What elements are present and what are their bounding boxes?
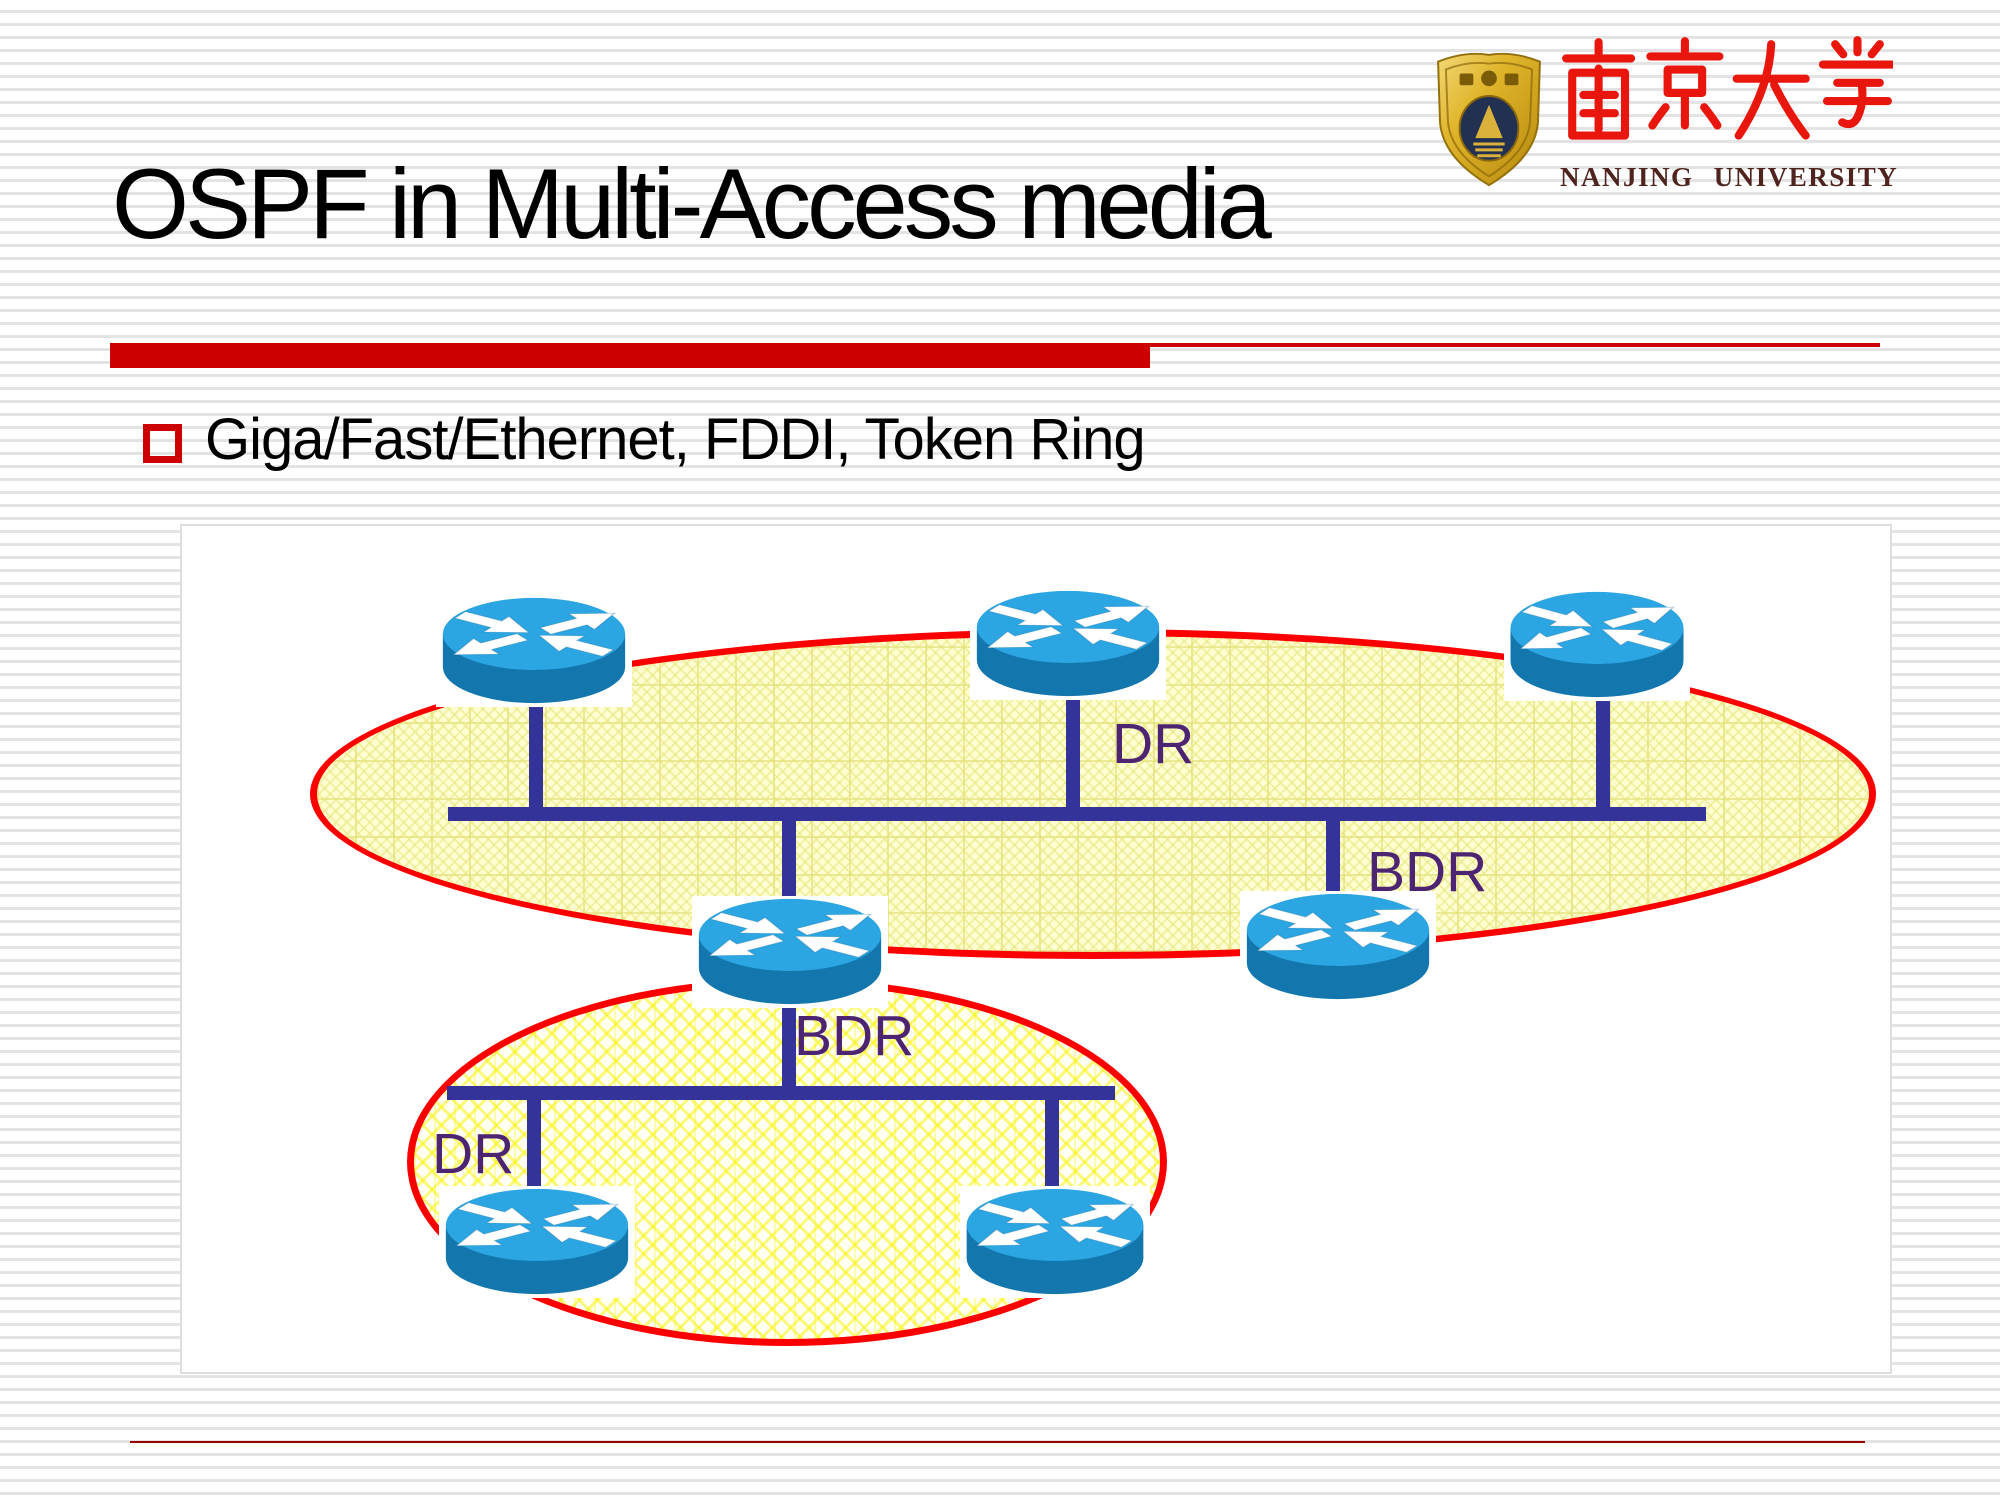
bus-line-bottom — [447, 1086, 1115, 1100]
label-bdr-top: BDR — [1367, 840, 1488, 904]
label-dr-bottom: DR — [432, 1122, 515, 1186]
bullet-square-icon — [143, 424, 182, 463]
link-stub — [782, 816, 796, 901]
router-icon-bdr-bottom — [692, 896, 888, 1008]
nju-shield-icon — [1437, 52, 1541, 187]
router-icon — [960, 1186, 1150, 1298]
link-stub — [527, 1096, 541, 1191]
page-title: OSPF in Multi-Access media — [112, 148, 1272, 259]
router-icon — [436, 595, 632, 707]
title-underline-bar — [110, 343, 1150, 368]
university-logo: 南京大学 NANJING UNIVERSITY — [1430, 36, 1900, 206]
link-stub — [1596, 699, 1610, 814]
link-stub — [1045, 1096, 1059, 1191]
label-dr-top: DR — [1112, 712, 1195, 776]
router-icon-dr-top — [970, 588, 1166, 700]
network-diagram-canvas: DR BDR BDR DR — [180, 524, 1892, 1374]
link-stub — [529, 699, 543, 814]
link-stub — [782, 1001, 796, 1096]
nju-chinese-calligraphy — [1562, 36, 1893, 140]
router-icon-bdr-top — [1240, 891, 1436, 1003]
link-stub — [1066, 699, 1080, 814]
footer-rule — [130, 1441, 1865, 1443]
nju-english-name: NANJING UNIVERSITY — [1560, 162, 1899, 192]
label-bdr-bottom: BDR — [794, 1004, 915, 1068]
bus-line-top — [448, 807, 1706, 821]
bullet-text: Giga/Fast/Ethernet, FDDI, Token Ring — [205, 407, 1146, 472]
nju-chinese-text: 南京大学 — [1430, 36, 1431, 37]
link-stub — [1326, 816, 1340, 896]
router-icon — [1504, 589, 1690, 701]
router-icon-dr-bottom — [439, 1186, 635, 1298]
